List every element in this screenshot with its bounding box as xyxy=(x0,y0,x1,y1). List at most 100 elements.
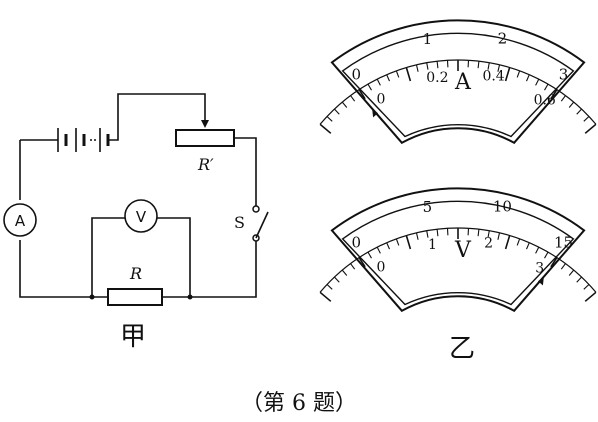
voltmeter-outer-label-1: 5 xyxy=(423,198,433,216)
resistor-body xyxy=(107,288,163,306)
ammeter-needle xyxy=(371,107,384,122)
scale-tick xyxy=(405,67,412,82)
voltmeter-symbol-label: V xyxy=(136,208,147,226)
ammeter-outer-label-0: 0 xyxy=(352,66,362,84)
scale-tick xyxy=(405,235,412,250)
scale-tick xyxy=(426,62,429,70)
ammeter-outer-label-1: 1 xyxy=(423,30,433,48)
scale-tick xyxy=(487,230,490,238)
ammeter-symbol xyxy=(3,203,37,237)
scale-tick xyxy=(436,61,439,69)
scale-tick xyxy=(568,101,575,108)
ammeter-inner-label-0: 0 xyxy=(377,92,386,108)
scale-tick xyxy=(334,108,340,115)
scale-tick xyxy=(584,291,597,302)
scale-tick xyxy=(415,64,419,72)
ammeter-inner-label-2: 0.4 xyxy=(482,69,504,85)
voltmeter-inner-label-1: 1 xyxy=(428,237,437,253)
voltmeter-outer-label-3: 15 xyxy=(554,234,573,252)
scale-tick xyxy=(334,276,340,283)
scale-tick xyxy=(367,251,372,259)
scale-tick xyxy=(358,89,366,100)
switch-label: S xyxy=(234,213,245,232)
rheostat-body xyxy=(175,129,235,147)
scale-tick xyxy=(386,74,391,82)
wire-battery-to-slider xyxy=(108,93,206,141)
scale-tick xyxy=(497,64,501,72)
circuit-caption: 甲 xyxy=(120,322,146,352)
scale-tick xyxy=(576,108,582,115)
scale-tick xyxy=(395,70,400,78)
wire-bottom-left xyxy=(19,240,108,298)
scale-tick xyxy=(535,246,540,254)
scale-tick xyxy=(477,229,480,237)
wire-voltmeter-branch xyxy=(91,217,191,297)
ammeter-dial: 0 1 2 3 0 0.2 0.4 0.6 A xyxy=(319,19,597,145)
scale-tick xyxy=(376,78,381,86)
scale-tick xyxy=(367,83,372,91)
scale-tick xyxy=(525,74,530,82)
scale-tick xyxy=(395,238,400,246)
scale-tick xyxy=(516,238,521,246)
scale-arc xyxy=(319,59,597,125)
scale-arc xyxy=(319,227,597,293)
scale-tick xyxy=(583,116,590,122)
scale-tick xyxy=(350,263,356,270)
scale-tick xyxy=(487,62,490,70)
ammeter-symbol-label: A xyxy=(15,212,26,230)
circuit-diagram: R′ S A R V 甲 xyxy=(3,93,269,352)
scale-tick xyxy=(497,232,501,240)
voltmeter-dial: 0 5 10 15 0 1 2 3 V xyxy=(319,187,597,313)
scale-tick xyxy=(386,242,391,250)
ammeter-outer-label-3: 3 xyxy=(559,66,569,84)
scale-tick xyxy=(504,235,511,250)
scale-tick xyxy=(326,284,333,290)
scale-tick xyxy=(560,263,566,270)
scale-tick xyxy=(576,276,582,283)
voltmeter-inner-label-2: 2 xyxy=(484,236,493,252)
scale-tick xyxy=(319,123,332,134)
scale-tick xyxy=(358,257,366,268)
ammeter-frame-inner xyxy=(341,32,575,138)
figure-caption: （第 6 题） xyxy=(241,391,357,416)
voltmeter-outer-label-2: 10 xyxy=(493,198,512,216)
wire-rheostat-right xyxy=(234,137,257,206)
meters-caption: 乙 xyxy=(449,334,475,364)
wire-right-bottom xyxy=(190,241,257,298)
scale-tick xyxy=(415,232,419,240)
scale-tick xyxy=(550,257,558,268)
voltmeter-outer-label-0: 0 xyxy=(352,234,362,252)
scale-tick xyxy=(584,123,597,134)
ammeter-inner-label-1: 0.2 xyxy=(426,70,448,86)
voltmeter-unit-letter: V xyxy=(454,238,472,263)
ammeter-inner-label-3: 0.6 xyxy=(534,93,556,109)
voltmeter-symbol xyxy=(124,199,158,233)
scale-tick xyxy=(544,83,549,91)
battery-icon xyxy=(57,128,110,152)
voltmeter-inner-label-3: 3 xyxy=(535,261,544,277)
scale-tick xyxy=(516,70,521,78)
ammeter-outer-label-2: 2 xyxy=(498,30,508,48)
scale-tick xyxy=(504,67,511,82)
scale-tick xyxy=(319,291,332,302)
scale-tick xyxy=(341,269,348,276)
scale-tick xyxy=(544,251,549,259)
scale-tick xyxy=(477,61,480,69)
ammeter-unit-letter: A xyxy=(454,70,472,95)
scale-tick xyxy=(535,78,540,86)
scale-tick xyxy=(326,116,333,122)
scale-tick xyxy=(583,284,590,290)
voltmeter-frame-inner xyxy=(341,200,575,306)
scale-tick xyxy=(525,242,530,250)
scale-tick xyxy=(350,95,356,102)
scale-tick xyxy=(426,230,429,238)
scale-tick xyxy=(568,269,575,276)
voltmeter-needle xyxy=(532,275,545,290)
scale-tick xyxy=(436,229,439,237)
slider-arrow-icon xyxy=(201,120,209,128)
voltmeter-inner-label-0: 0 xyxy=(377,260,386,276)
scale-tick xyxy=(376,246,381,254)
resistor-label: R xyxy=(129,264,142,283)
switch-icon xyxy=(252,205,269,242)
